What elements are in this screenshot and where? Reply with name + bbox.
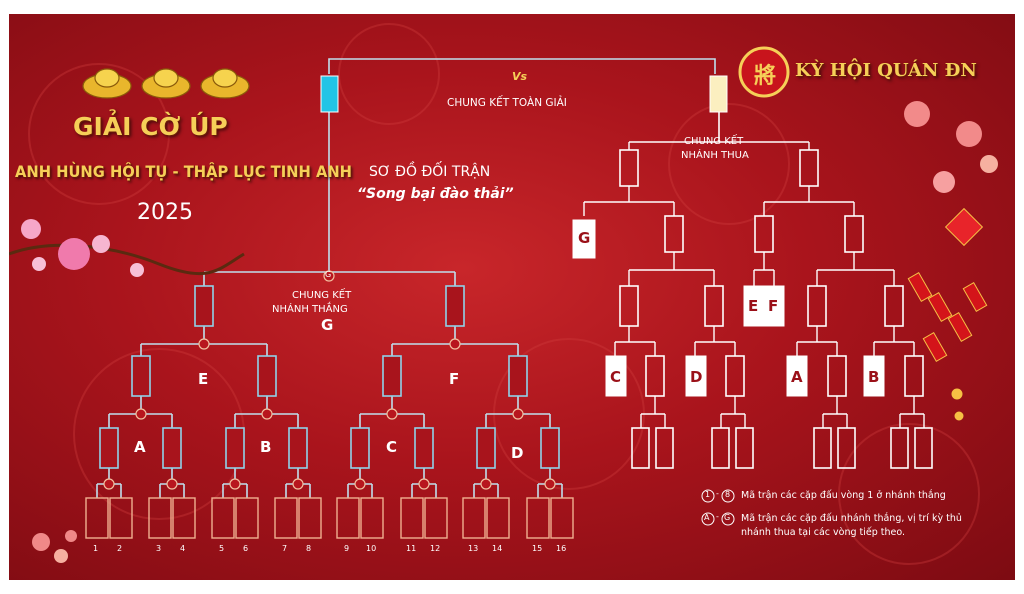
legend-let-dash: - [716,512,719,521]
seed-16: 16 [556,544,567,553]
winner-final-label-2: NHÁNH THẮNG [272,304,348,315]
seed-6: 6 [243,544,249,553]
vs-label: Vs [512,70,528,83]
legend-let-text-2: nhánh thua tại các vòng tiếp theo. [741,527,906,538]
seed-3: 3 [156,544,162,553]
seed-13: 13 [468,544,479,553]
loser-slot-a: A [791,368,803,386]
match-markers [103,270,556,490]
legend-markers [701,489,735,526]
tournament-poster: GIẢI CỜ ÚP ANH HÙNG HỘI TỤ - THẬP LỤC TI… [9,14,1015,580]
seed-8: 8 [306,544,312,553]
grand-final-label: CHUNG KẾT TOÀN GIẢI [447,97,567,109]
grand-final-loser-box [709,75,728,113]
loser-slot-b: B [868,368,880,386]
legend-num-text: Mã trận các cặp đấu vòng 1 ở nhánh thắng [741,490,946,501]
bracket-diagram [9,23,998,565]
legend-num-end: 8 [725,490,731,499]
seed-12: 12 [430,544,441,553]
seed-14: 14 [492,544,503,553]
legend-let-text-1: Mã trận các cặp đấu nhánh thắng, vị trí … [741,513,962,524]
brand-char: 將 [754,64,777,89]
qf-code-b: B [260,438,272,456]
seed-2: 2 [117,544,123,553]
loser-slot-e: E [748,297,759,315]
loser-slot-f: F [768,297,779,315]
loser-slot-d: D [690,368,703,386]
cup-title: GIẢI CỜ ÚP [73,112,228,141]
seed-15: 15 [532,544,543,553]
legend-num-start: 1 [705,490,711,499]
brand-name: KỲ HỘI QUÁN ĐN [795,60,977,81]
firecracker-icons [907,207,988,421]
subtitle: ANH HÙNG HỘI TỤ - THẬP LỤC TINH ANH [15,162,352,181]
winners-bracket-boxes [99,285,560,469]
g-marker: G [325,270,332,279]
seed-10: 10 [366,544,377,553]
seed-1: 1 [93,544,99,553]
year: 2025 [137,200,193,225]
diagram-title: SƠ ĐỒ ĐỐI TRẬN [369,164,491,180]
seed-5: 5 [219,544,225,553]
semi-code-f: F [449,370,460,388]
legend-let-start: A [704,513,710,522]
seed-11: 11 [406,544,417,553]
qf-code-c: C [386,438,398,456]
seed-7: 7 [282,544,288,553]
legend-let-end: G [724,513,731,522]
seed-4: 4 [180,544,186,553]
loser-slot-boxes [572,219,885,397]
loser-final-label-1: CHUNG KẾT [684,136,744,147]
grand-final-lines [328,58,716,272]
seed-9: 9 [344,544,350,553]
loser-slot-c: C [610,368,622,386]
loser-slot-g: G [578,229,591,247]
plum-blossom-icons [9,101,998,563]
brand-seal [738,46,790,98]
semi-code-e: E [198,370,209,388]
qf-code-a: A [134,438,146,456]
winner-final-label-1: CHUNG KẾT [292,290,352,301]
losers-bracket-lines [583,141,925,428]
gold-ingot-icons [82,68,250,99]
format-name: “Song bại đào thải” [357,186,514,202]
qf-code-d: D [511,444,524,462]
loser-final-label-2: NHÁNH THUA [681,150,749,161]
grand-final-winner-box [320,75,339,113]
seed-boxes [85,497,574,539]
legend-num-dash: - [716,489,719,498]
winner-final-code: G [321,316,334,334]
losers-bracket-boxes [619,149,933,469]
